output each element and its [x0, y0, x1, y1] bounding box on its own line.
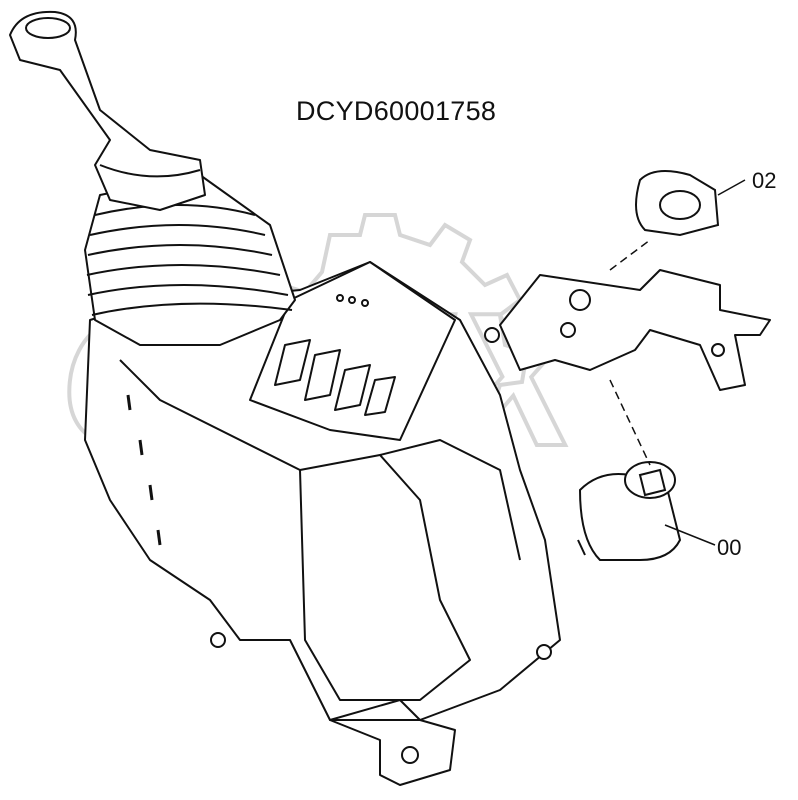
callout-label-02: 02	[752, 168, 777, 193]
top-bolt-icon	[484, 327, 500, 343]
leader-lines	[609, 179, 746, 546]
side-vents	[126, 394, 162, 546]
side-bolt-icon	[210, 632, 226, 648]
console-slots	[274, 339, 396, 416]
rear-bolt-icon	[536, 644, 552, 660]
handle-button	[25, 17, 71, 39]
callout-label-00: 00	[717, 535, 742, 560]
console-foot	[329, 719, 456, 786]
switch-part	[577, 461, 682, 561]
console-top-plate	[249, 261, 456, 441]
console-front-face	[299, 454, 471, 701]
washer-hole	[659, 190, 701, 220]
mounting-bracket	[499, 269, 771, 391]
joystick-console	[84, 261, 561, 786]
joystick-handle	[9, 10, 206, 211]
bracket-hole	[569, 289, 591, 311]
washer-part	[635, 170, 720, 237]
foot-bolt-icon	[401, 746, 419, 764]
bracket-bolt-icon	[711, 343, 725, 357]
drawing-code: DCYD60001758	[296, 96, 497, 126]
